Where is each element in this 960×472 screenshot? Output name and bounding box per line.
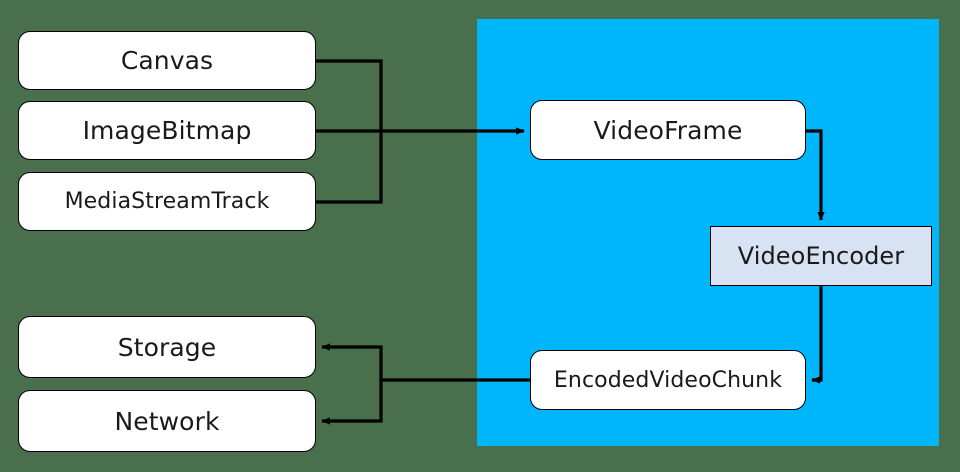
edge-chunk-to-network — [321, 380, 383, 425]
node-network[interactable]: Network — [18, 390, 316, 452]
node-imagebitmap[interactable]: ImageBitmap — [18, 101, 316, 160]
node-storage-label: Storage — [117, 332, 217, 362]
node-mediastreamtrack[interactable]: MediaStreamTrack — [18, 172, 316, 231]
edge-chunk-to-storage — [321, 343, 383, 380]
node-encodedvideochunk[interactable]: EncodedVideoChunk — [530, 350, 806, 410]
node-videoframe-label: VideoFrame — [593, 115, 743, 145]
edge-mediastreamtrack-to-videoframe — [316, 131, 383, 204]
node-videoframe[interactable]: VideoFrame — [530, 100, 806, 160]
edge-canvas-to-videoframe — [316, 59, 383, 131]
node-canvas-label: Canvas — [120, 46, 214, 75]
node-videoencoder[interactable]: VideoEncoder — [710, 226, 932, 286]
node-imagebitmap-label: ImageBitmap — [82, 116, 252, 145]
node-storage[interactable]: Storage — [18, 316, 316, 378]
node-network-label: Network — [114, 406, 220, 436]
node-encodedvideochunk-label: EncodedVideoChunk — [553, 367, 783, 393]
node-videoencoder-label: VideoEncoder — [737, 242, 905, 270]
node-canvas[interactable]: Canvas — [18, 31, 316, 90]
node-mediastreamtrack-label: MediaStreamTrack — [64, 189, 270, 214]
